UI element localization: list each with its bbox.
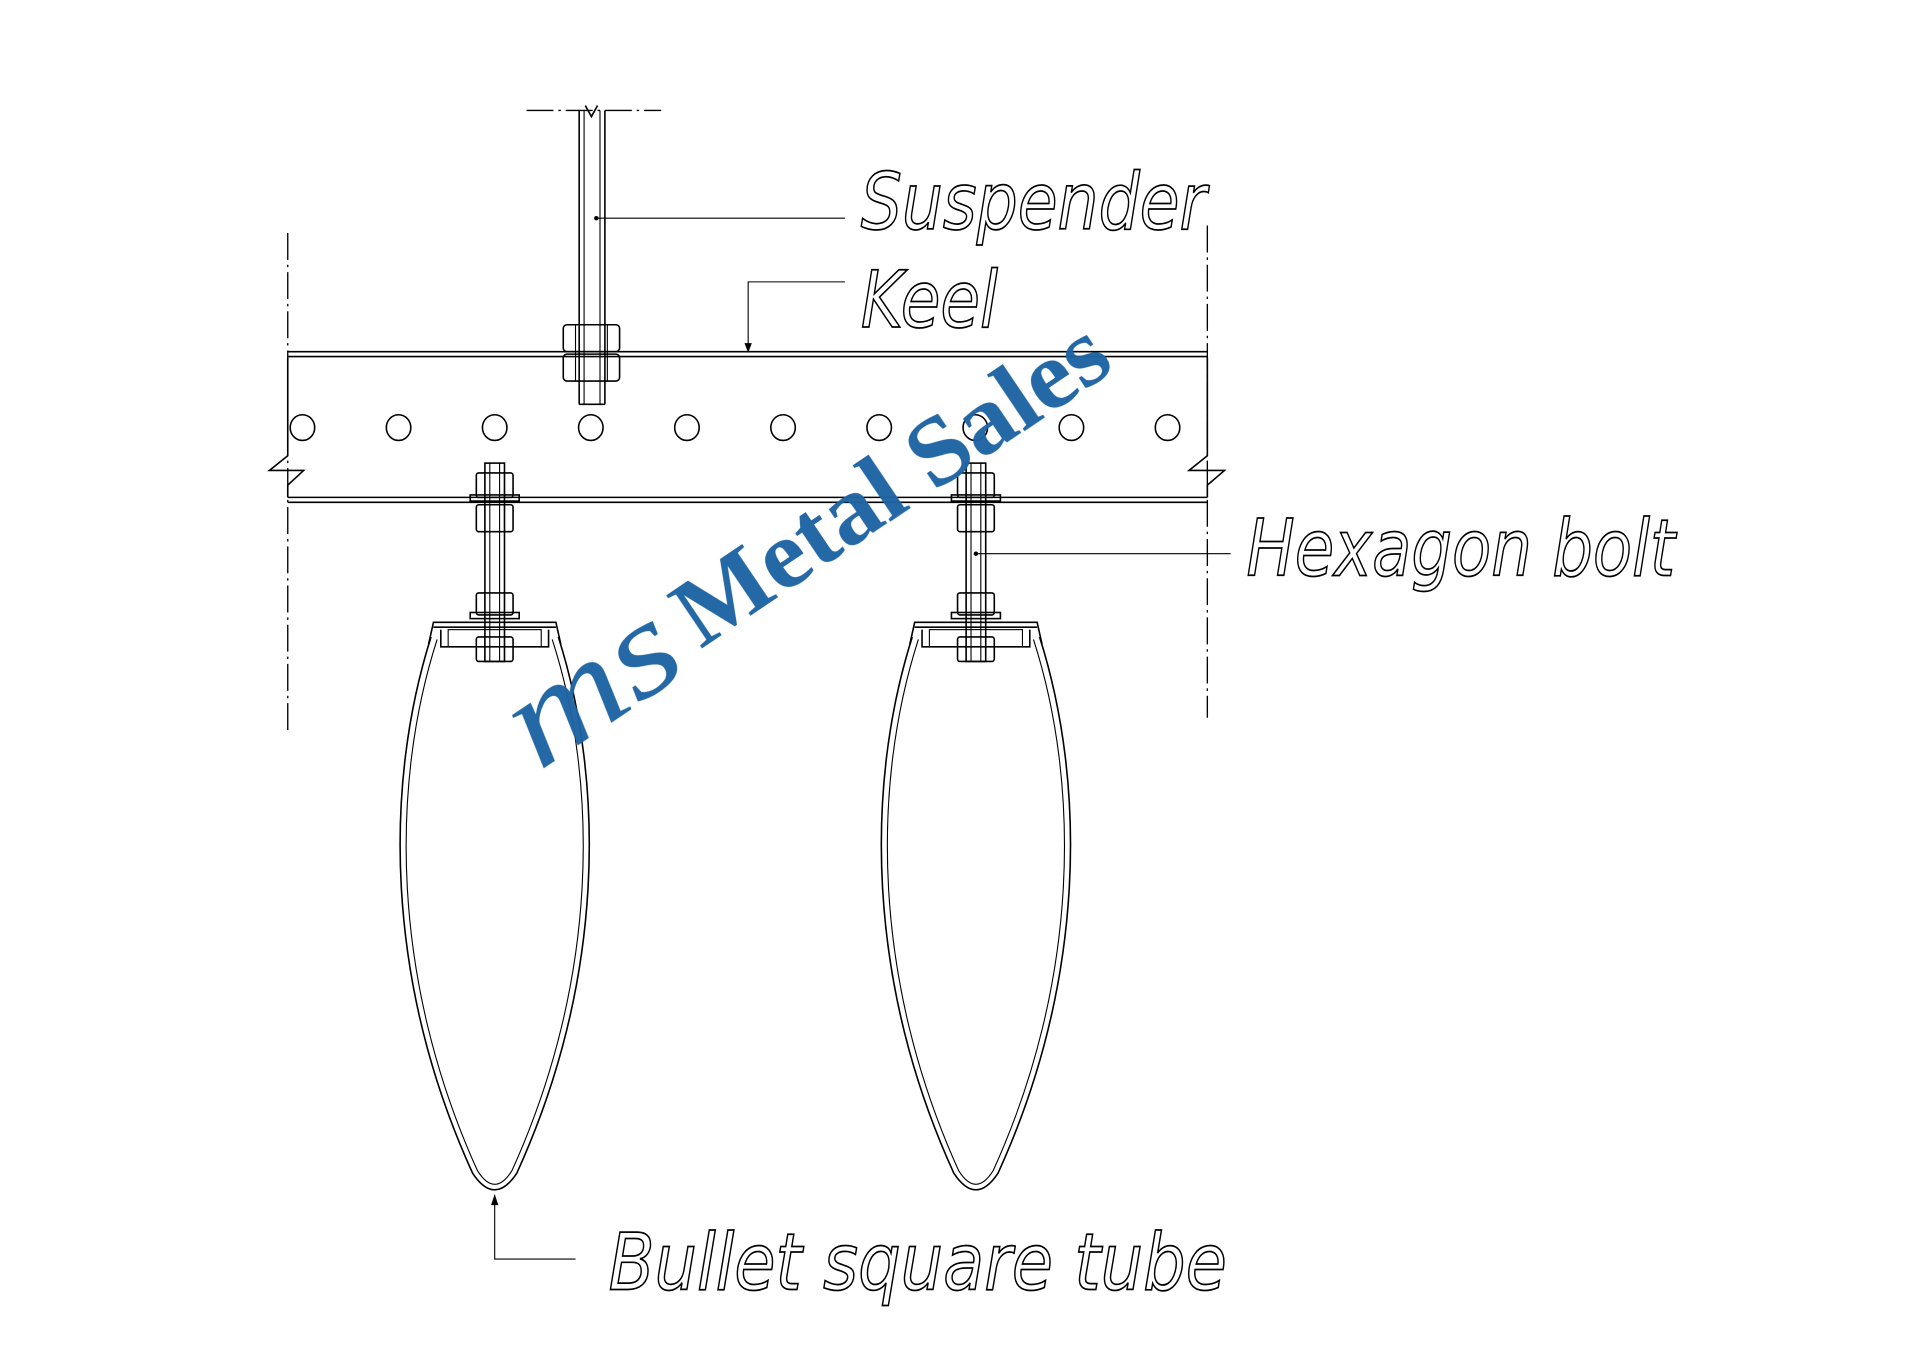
keel-hole (577, 413, 604, 442)
label-bullet-square-tube: Bullet square tube (609, 1218, 1227, 1309)
keel-profile (267, 350, 1227, 504)
watermark-text: Metal Sales (652, 297, 1129, 667)
suspender-rod (526, 105, 662, 406)
watermark-logo: ms Metal Sales (472, 297, 1129, 796)
keel-hole (289, 413, 316, 442)
label-hexagon-bolt: Hexagon bolt (1247, 504, 1678, 595)
keel-hole (866, 413, 893, 442)
keel-hole (770, 413, 797, 442)
keel-hole (962, 413, 989, 442)
bullet-square-tube (880, 636, 1072, 1191)
keel-hole (385, 413, 412, 442)
label-suspender: Suspender (861, 157, 1210, 248)
hexagon-bolt-assembly (427, 462, 562, 663)
bullet-square-tube (399, 636, 591, 1191)
leader-lines (491, 216, 1231, 1260)
label-keel: Keel (861, 255, 998, 346)
keel-hole (481, 413, 508, 442)
keel-hole (673, 413, 700, 442)
hexagon-bolt-assembly (909, 462, 1043, 663)
keel-hole (1058, 413, 1085, 442)
keel-hole (1154, 413, 1181, 442)
